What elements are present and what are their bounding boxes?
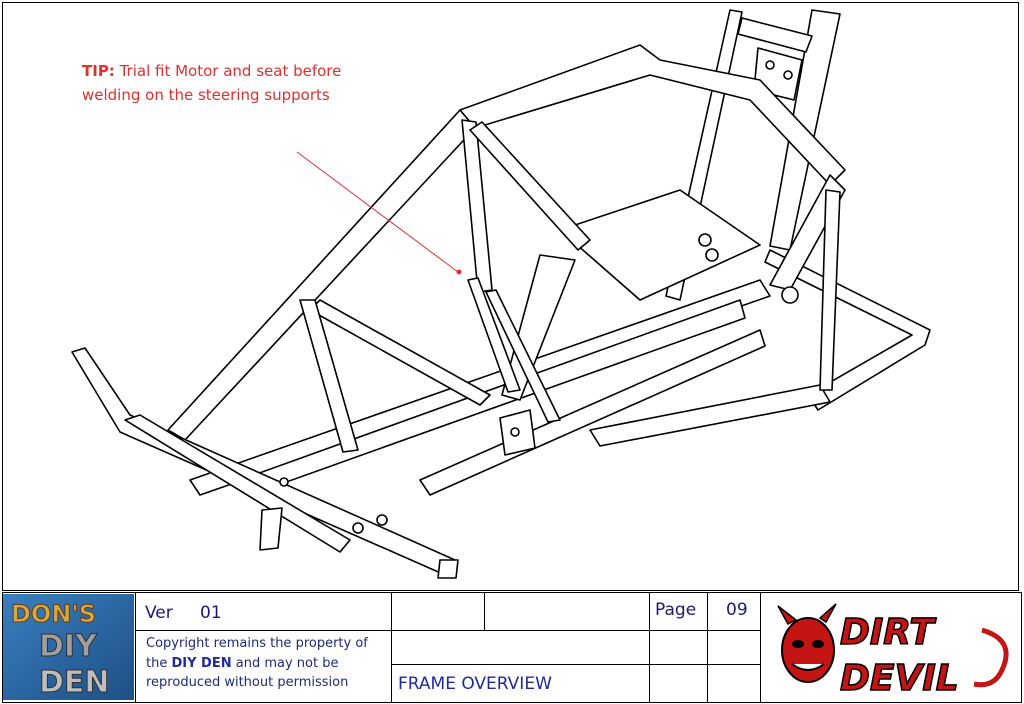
tip-note: TIP: Trial fit Motor and seat before wel…: [82, 60, 372, 107]
copyright-owner: DIY DEN: [171, 655, 232, 671]
page-value: 09: [726, 600, 748, 620]
dirt-devil-logo: DIRT DEVIL: [770, 600, 1020, 700]
devil-tail-icon: [973, 627, 1009, 688]
page-label: Page: [655, 600, 697, 620]
mid-vertical-left: [299, 299, 359, 453]
devil-text: DEVIL: [840, 658, 959, 699]
mount-hole-2: [705, 248, 719, 262]
mount-hole-5: [783, 70, 793, 80]
bolt-1: [279, 477, 289, 487]
seat-back-crossbar: [737, 17, 813, 53]
divider-col5: [760, 592, 761, 703]
axle-bushing-2: [376, 514, 388, 526]
tip-label: TIP:: [82, 62, 115, 80]
rear-lower-rail: [589, 384, 831, 447]
mount-hole-3: [781, 286, 799, 304]
main-side-rail-long: [189, 279, 771, 496]
tip-text: Trial fit Motor and seat before welding …: [82, 62, 342, 104]
axle-bushing-1: [352, 522, 364, 534]
tip-leader-dot: [456, 269, 462, 275]
sheet-title: FRAME OVERVIEW: [398, 674, 552, 694]
dons-text: DON'S: [11, 600, 96, 628]
copyright-suffix: and may not be reproduced without permis…: [146, 655, 349, 691]
roll-hoop-rear-leg: [819, 189, 841, 391]
divider-copyright: [391, 592, 392, 703]
divider-col3: [649, 592, 650, 703]
steering-support-left: [467, 277, 521, 393]
diy-text: DIY: [39, 629, 98, 664]
hoop-strut-diagonal: [469, 121, 591, 251]
rear-floor-plate: [559, 189, 761, 301]
ver-value: 01: [200, 603, 222, 623]
kart-frame-drawing: [71, 9, 931, 579]
dirt-text: DIRT: [840, 612, 936, 653]
front-cross-tube: [124, 414, 351, 553]
divider-col4: [707, 592, 708, 703]
mount-hole-1: [698, 233, 712, 247]
steering-support-right: [485, 289, 561, 423]
roll-hoop-top: [459, 44, 846, 186]
front-bumper-end-cap: [437, 559, 459, 579]
divider-row2: [391, 664, 760, 665]
devil-head-icon: [777, 603, 837, 683]
divider-logo: [135, 592, 136, 703]
copyright-notice: Copyright remains the property of the DI…: [146, 634, 390, 693]
den-text: DEN: [39, 665, 110, 700]
divider-row1: [135, 630, 760, 631]
copyright-prefix: Copyright remains the property of the: [146, 636, 368, 671]
dons-diy-den-logo: DON'S DIY DEN: [3, 594, 134, 700]
front-bracket-left: [259, 507, 283, 551]
divider-col2: [484, 592, 485, 630]
tip-leader-line: [296, 151, 459, 273]
drawing-frame-border: [2, 2, 1019, 591]
front-hoop-rail: [167, 109, 476, 441]
bolt-2: [510, 427, 520, 437]
ver-label: Ver: [145, 603, 173, 623]
mount-hole-4: [765, 60, 775, 70]
